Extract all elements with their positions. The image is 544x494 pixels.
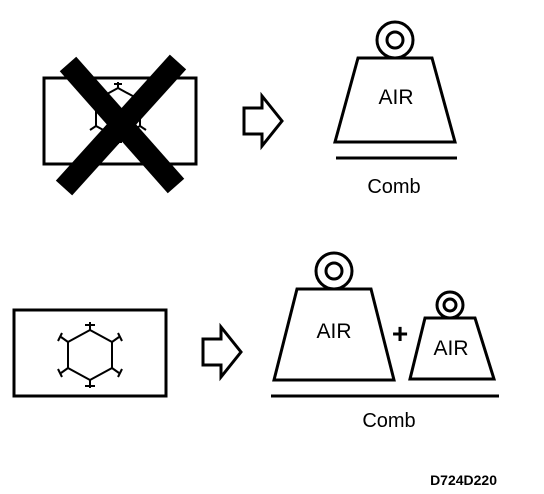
large-weight-label: AIR bbox=[316, 320, 351, 343]
arrow-icon bbox=[201, 322, 243, 382]
plus-sign: + bbox=[392, 318, 408, 349]
arrow-icon bbox=[242, 91, 284, 151]
snowflake-icon bbox=[57, 322, 123, 388]
comb-label: Comb bbox=[367, 176, 420, 198]
weight-label: AIR bbox=[378, 86, 413, 109]
crossed-frame-icon bbox=[42, 54, 198, 196]
comb-label: Comb bbox=[362, 410, 415, 432]
small-weight-icon: AIR bbox=[408, 290, 497, 381]
large-weight-icon: AIR bbox=[272, 251, 396, 382]
figure-id: D724D220 bbox=[430, 472, 497, 488]
snowflake-frame-icon bbox=[12, 308, 168, 398]
cross-out-icon bbox=[55, 54, 187, 196]
top-row: AIR Comb bbox=[42, 20, 457, 198]
weight-icon: AIR bbox=[333, 20, 457, 144]
bottom-row: AIR + AIR Comb bbox=[12, 251, 499, 432]
small-weight-label: AIR bbox=[433, 337, 468, 360]
